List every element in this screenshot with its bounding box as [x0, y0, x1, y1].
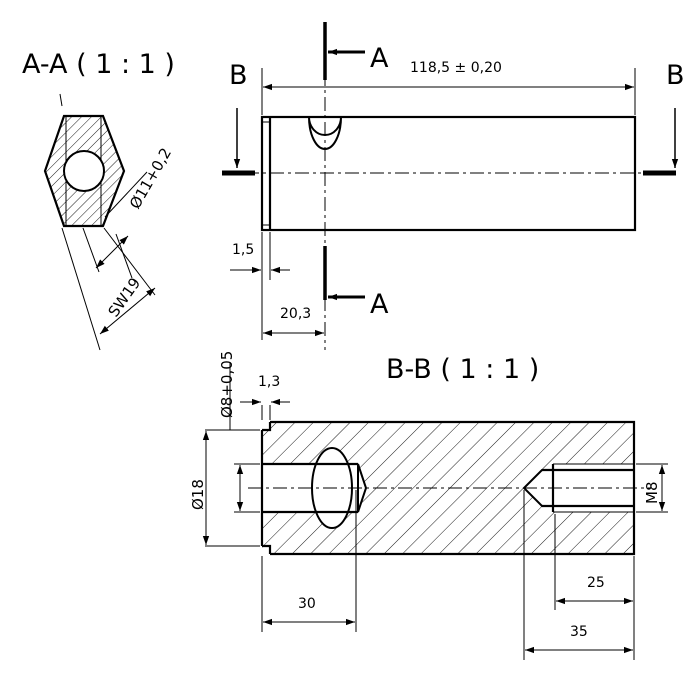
- section-bb-title: B-B ( 1 : 1 ): [386, 354, 539, 385]
- cross-hole-outline: [308, 116, 342, 150]
- section-aa-title: A-A ( 1 : 1 ): [22, 49, 175, 80]
- dim-dia-label: Ø18: [189, 479, 207, 510]
- cut-a-bottom-label: A: [370, 289, 389, 320]
- section-bb-view: B-B ( 1 : 1 ) 1,3 Ø8+0,0: [189, 351, 668, 660]
- cut-a-top-label: A: [370, 43, 389, 74]
- dim-bore-label: Ø11+0,2: [126, 145, 175, 212]
- dim-hex-sw: SW19: [61, 227, 156, 351]
- cut-b-right-label: B: [666, 60, 685, 91]
- dim-groove-label: 1,5: [232, 242, 254, 258]
- dim-groove-bb-label: 1,3: [258, 374, 280, 390]
- pin-body-outline: [260, 115, 637, 232]
- dim-shaft-label: Ø8+0,05: [218, 351, 236, 418]
- hexagon-section: [43, 93, 126, 228]
- side-view: A A B B 118,5 ± 0,20 1,5 20,3: [222, 22, 685, 350]
- cut-b-left-label: B: [229, 60, 248, 91]
- dim-length-label: 118,5 ± 0,20: [410, 60, 502, 76]
- dim-thread-label: M8: [643, 482, 661, 505]
- dim-drill-depth-label: 35: [570, 624, 588, 640]
- dim-thread-len-label: 25: [587, 575, 605, 591]
- section-aa-view: A-A ( 1 : 1 ) Ø11+0,2 SW19: [22, 49, 175, 351]
- dim-hole-pos-label: 20,3: [280, 306, 311, 322]
- dim-bore-depth-label: 30: [298, 596, 316, 612]
